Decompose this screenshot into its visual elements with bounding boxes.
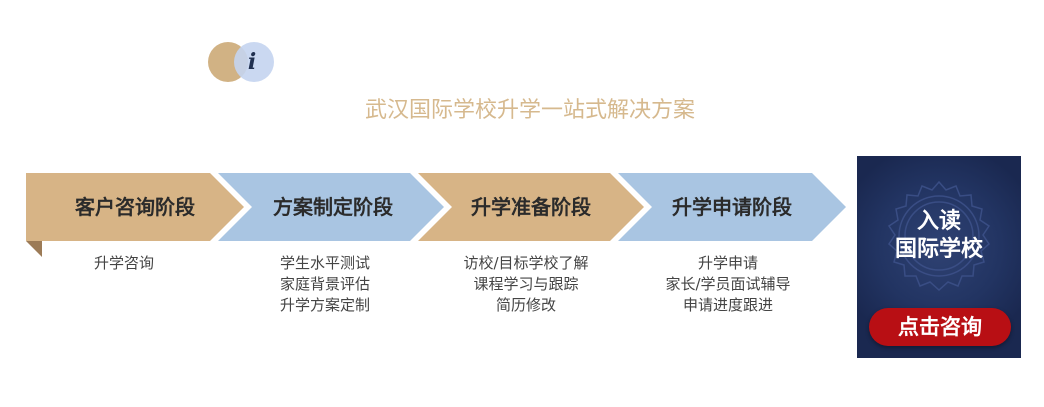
stage-1-arrow <box>26 173 244 241</box>
cta-title: 入读 国际学校 <box>857 208 1021 264</box>
stage-2-items: 学生水平测试 家庭背景评估 升学方案定制 <box>240 253 410 316</box>
stage-4-items: 升学申请 家长/学员面试辅导 申请进度跟进 <box>640 253 816 316</box>
seal-badge-icon <box>887 180 991 292</box>
first-stage-fold <box>26 241 42 257</box>
stage-2-arrow <box>218 173 444 241</box>
stage-1-items: 升学咨询 <box>40 253 208 274</box>
consult-button[interactable]: 点击咨询 <box>869 308 1011 346</box>
stage-2-item: 学生水平测试 <box>279 254 370 272</box>
stage-3-arrow <box>418 173 644 241</box>
cta-title-line-2: 国际学校 <box>894 237 983 262</box>
stage-2-label: 方案制定阶段 <box>273 195 393 219</box>
cta-title-line-1: 入读 <box>916 209 961 234</box>
logo: i <box>208 42 278 84</box>
stage-3-item: 访校/目标学校了解 <box>463 254 589 272</box>
stage-3-label: 升学准备阶段 <box>471 195 591 219</box>
info-icon: i <box>234 42 274 82</box>
stage-4-arrow <box>618 173 846 241</box>
stage-3-items: 访校/目标学校了解 课程学习与跟踪 简历修改 <box>438 253 614 316</box>
stage-4-item: 家长/学员面试辅导 <box>665 275 791 293</box>
stage-3-item: 简历修改 <box>495 296 556 314</box>
cta-panel[interactable]: 入读 国际学校 点击咨询 <box>857 156 1021 358</box>
stage-4-label: 升学申请阶段 <box>672 195 792 219</box>
page-title: 武汉国际学校升学一站式解决方案 <box>364 98 695 123</box>
stage-3-item: 课程学习与跟踪 <box>473 275 579 293</box>
stage-1-label: 客户咨询阶段 <box>75 195 195 219</box>
stage-2-item: 升学方案定制 <box>279 296 370 314</box>
stage-1-item: 升学咨询 <box>93 254 154 272</box>
stage-2-item: 家庭背景评估 <box>279 275 370 293</box>
stage-4-item: 申请进度跟进 <box>682 296 773 314</box>
stage-4-item: 升学申请 <box>697 254 758 272</box>
